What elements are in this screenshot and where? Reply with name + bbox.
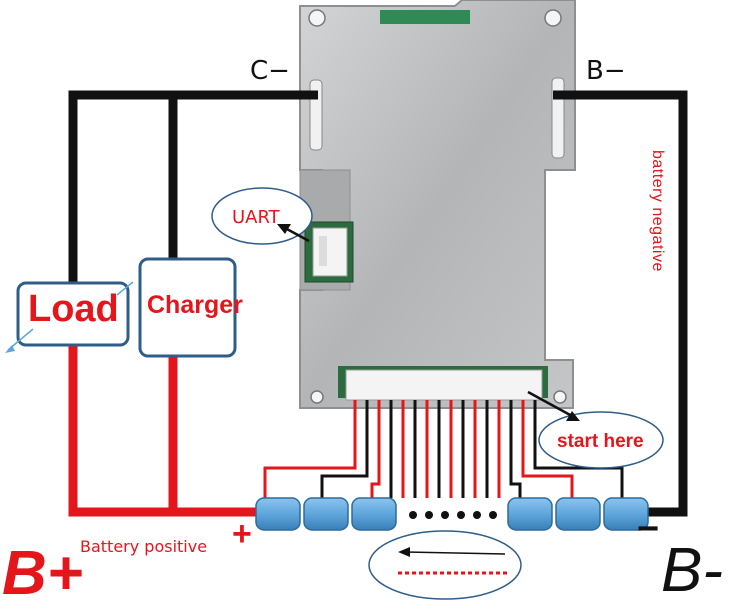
bms-board <box>299 0 576 409</box>
load-label: Load <box>28 288 119 330</box>
c-minus-label: C− <box>250 56 290 86</box>
battery-cells <box>255 497 649 531</box>
battery-positive-label: Battery positive <box>80 537 208 556</box>
plus-sign: + <box>232 515 252 553</box>
minus-sign: − <box>637 508 660 550</box>
callouts <box>16 187 664 600</box>
uart-label: UART <box>232 207 280 228</box>
balance-connector <box>338 366 548 401</box>
positive-wires <box>68 340 258 517</box>
b-plus-label: B+ <box>2 539 83 608</box>
charger-label: Charger <box>147 291 243 319</box>
b-minus-label: B- <box>661 536 723 605</box>
cells-ellipsis <box>409 511 497 519</box>
start-here-label: start here <box>557 431 644 452</box>
uart-connector <box>304 221 354 283</box>
b-minus-top-label: B− <box>586 56 626 86</box>
balance-wires <box>263 400 624 500</box>
battery-negative-label: battery negative <box>649 150 666 272</box>
arrows <box>5 224 580 575</box>
